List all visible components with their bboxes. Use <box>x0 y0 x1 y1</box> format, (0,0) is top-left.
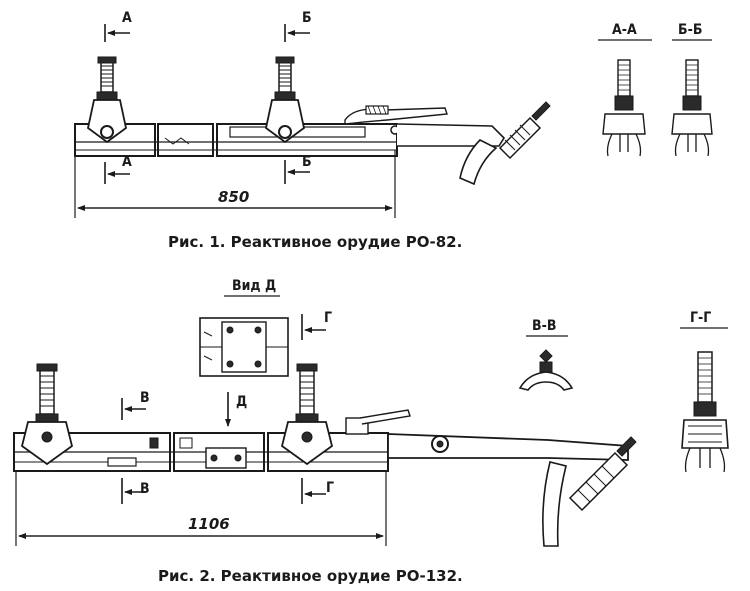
label-section-a: А <box>122 10 132 26</box>
fig1-section-marker-a-top: А <box>104 10 132 42</box>
label-section-a-lower: А <box>122 154 132 170</box>
label-section-b: Б <box>302 10 312 26</box>
fig2-arrow-d: Д <box>225 392 247 427</box>
label-arrow-d: Д <box>236 394 247 410</box>
label-section-view-v: В-В <box>532 318 556 334</box>
fig1-caption: Рис. 1. Реактивное орудие РО-82. <box>168 233 462 251</box>
label-view-d: Вид Д <box>232 278 276 294</box>
dimension-1106: 1106 <box>188 515 230 533</box>
label-section-view-g: Г-Г <box>690 310 711 326</box>
fig1-mount-right <box>264 56 306 144</box>
fig1-section-marker-b-bottom: Б <box>284 154 312 184</box>
label-section-v-lower: В <box>140 481 150 497</box>
fig2-latch <box>345 409 411 435</box>
fig2-section-marker-g-top: Г <box>301 310 332 340</box>
label-section-g: Г <box>324 310 332 326</box>
fig1-rail <box>74 123 398 157</box>
fig2-section-view-g: Г-Г <box>680 310 729 473</box>
fig2-section-marker-v-top: В <box>121 390 150 420</box>
fig1-mount-left <box>86 56 128 144</box>
fig2-mount-left <box>20 363 74 466</box>
label-section-v: В <box>140 390 150 406</box>
label-section-g-lower: Г <box>326 480 334 496</box>
fig1-dimension: 850 <box>74 150 396 218</box>
fig2-section-marker-v-bottom: В <box>121 478 150 504</box>
fig1-tail <box>396 101 551 186</box>
fig2-caption: Рис. 2. Реактивное орудие РО-132. <box>158 567 463 585</box>
fig2-dimension: 1106 <box>15 471 387 546</box>
fig2-drawing: Вид Д <box>13 278 729 547</box>
fig1-section-view-b: Б-Б <box>671 22 713 157</box>
fig2-section-view-v: В-В <box>518 318 574 391</box>
dimension-850: 850 <box>218 188 249 206</box>
fig2-tail <box>387 433 637 547</box>
fig1-drawing: А А Б Б 850 А-А <box>74 10 713 218</box>
fig2-mount-right <box>280 363 334 466</box>
fig2-section-marker-g-bottom: Г <box>301 478 334 504</box>
fig1-section-marker-b-top: Б <box>284 10 312 42</box>
fig1-section-view-a: А-А <box>598 22 652 157</box>
label-section-view-a: А-А <box>612 22 637 38</box>
fig2-view-d: Вид Д <box>199 278 289 377</box>
label-section-view-b: Б-Б <box>678 22 702 38</box>
fig1-section-marker-a-bottom: А <box>104 154 132 184</box>
label-section-b-lower: Б <box>302 154 312 170</box>
